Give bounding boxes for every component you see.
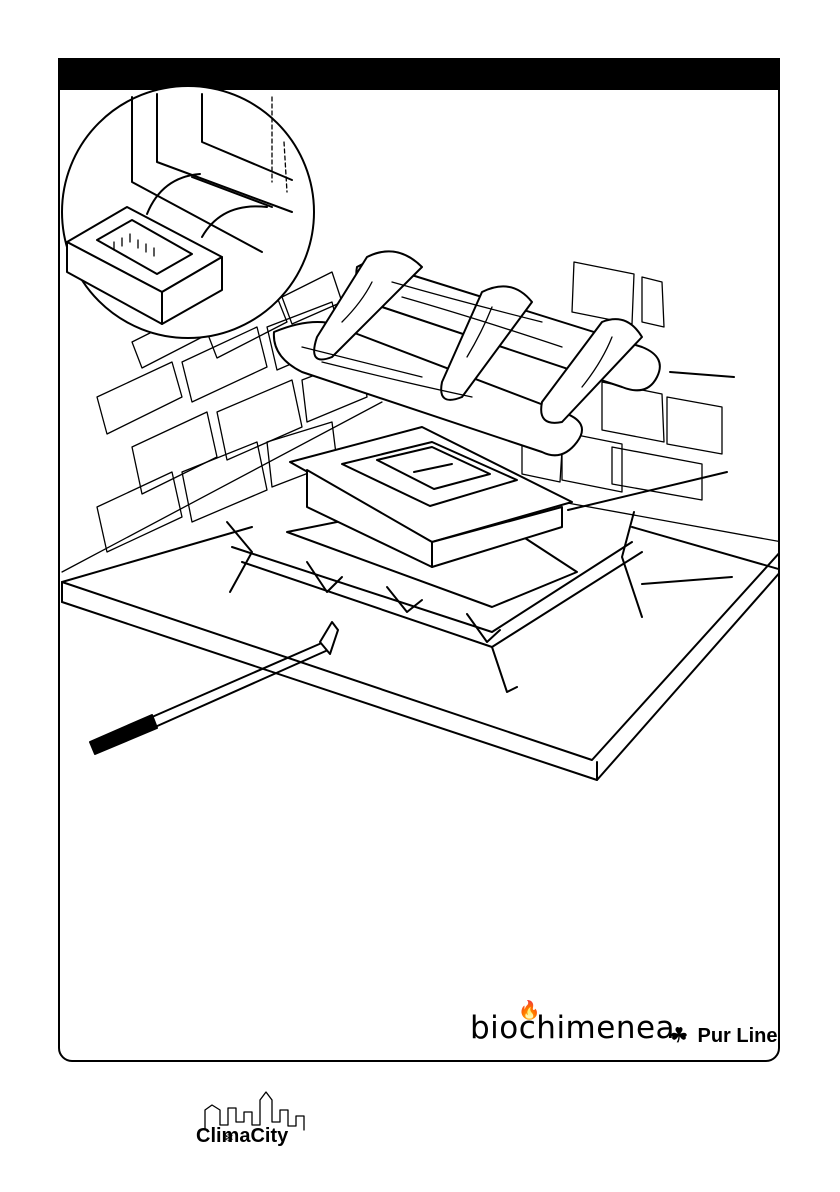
- manual-page-frame: 🔥 biochimenea ☘ Pur Line: [58, 58, 780, 1062]
- biochimenea-logo: 🔥 biochimenea: [470, 1010, 675, 1046]
- purline-wordmark: Pur Line: [698, 1025, 778, 1047]
- purline-mark-icon: ☘: [670, 1025, 688, 1047]
- magnified-inset: [62, 86, 314, 338]
- purline-logo: ☘ Pur Line: [670, 1023, 778, 1048]
- biochimenea-wordmark: biochimenea: [470, 1010, 675, 1046]
- fireplace-illustration: [60, 60, 780, 1062]
- poker-tool: [90, 622, 338, 754]
- climacity-logo: ClimaCity: [196, 1125, 288, 1148]
- flame-icon: 🔥: [518, 1000, 541, 1021]
